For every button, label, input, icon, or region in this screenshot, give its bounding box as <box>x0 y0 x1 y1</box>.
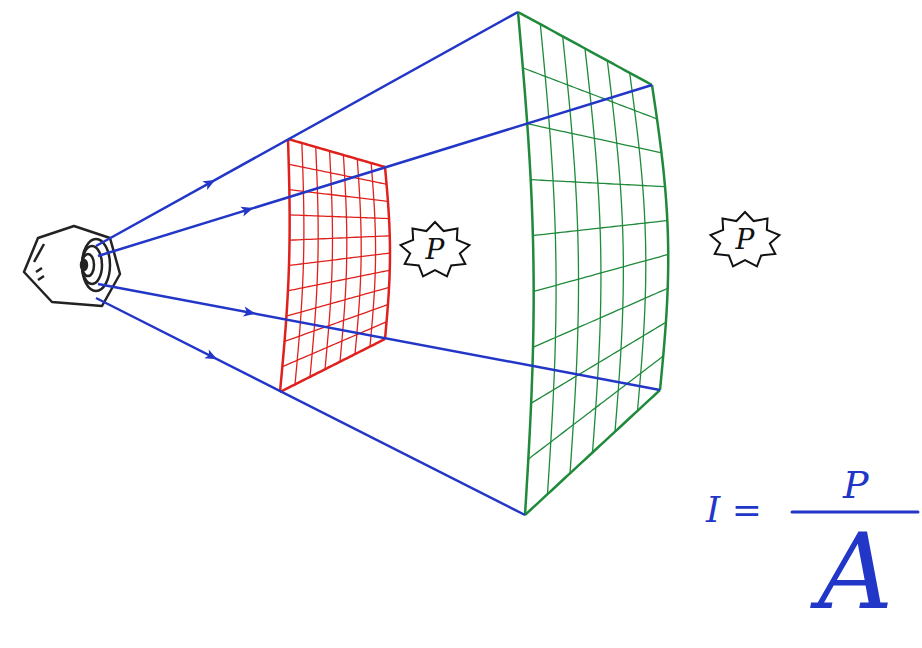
surface-grid-line <box>531 322 666 403</box>
near-surface <box>280 139 390 392</box>
surface-grid-line <box>286 287 389 316</box>
speaker-cone <box>81 260 87 270</box>
surface-grid-line <box>528 356 663 459</box>
surface-grid-line <box>563 36 579 473</box>
surface-grid-line <box>533 288 668 347</box>
surface-grid-line <box>290 236 390 240</box>
sound-ray <box>96 298 525 515</box>
burst-outline-path <box>711 212 780 266</box>
surface-grid-line <box>527 124 661 153</box>
burst-outline-path <box>401 222 470 276</box>
pressure-burst: P <box>708 210 782 270</box>
surface-grid-line <box>540 24 556 494</box>
surface-grid-line <box>652 85 668 390</box>
surface-grid-line <box>607 61 623 432</box>
surface-grid-line <box>585 49 601 453</box>
surface-grid-line <box>525 390 660 515</box>
sound-ray <box>98 284 660 390</box>
ray-arrowhead <box>202 176 217 191</box>
loudspeaker-icon <box>24 226 120 306</box>
surface-grid-line <box>630 73 646 411</box>
ray-arrowhead <box>204 349 219 363</box>
ray-arrowhead <box>243 307 257 319</box>
surface-grid-line <box>288 139 385 167</box>
fraction-bar <box>792 511 918 514</box>
surface-grid-line <box>518 12 534 515</box>
surface-grid-line <box>288 270 390 291</box>
surface-grid-line <box>290 215 389 219</box>
sound-ray <box>96 12 518 246</box>
sound-ray <box>98 85 652 256</box>
surface-grid-line <box>280 339 385 392</box>
power-symbol: P <box>736 226 755 254</box>
speaker-detail <box>36 268 44 280</box>
speaker-cone <box>82 246 102 284</box>
speaker-housing <box>24 226 120 306</box>
speaker-detail <box>34 244 44 262</box>
speaker-cone <box>82 239 110 291</box>
surface-grid-line <box>289 253 390 266</box>
power-symbol: P <box>426 236 445 264</box>
speaker-cone <box>82 254 94 276</box>
surface-grid-line <box>523 68 657 119</box>
surface-grid-line <box>533 221 667 236</box>
surface-grid-line <box>534 254 669 291</box>
surface-grid-line <box>531 180 665 187</box>
pressure-burst: P <box>398 220 472 280</box>
ray-arrowhead <box>240 203 254 216</box>
formula-term: I = <box>706 492 762 528</box>
surface-grid-line <box>280 139 290 392</box>
formula-term: P <box>843 466 869 504</box>
formula-term: A <box>818 520 893 624</box>
